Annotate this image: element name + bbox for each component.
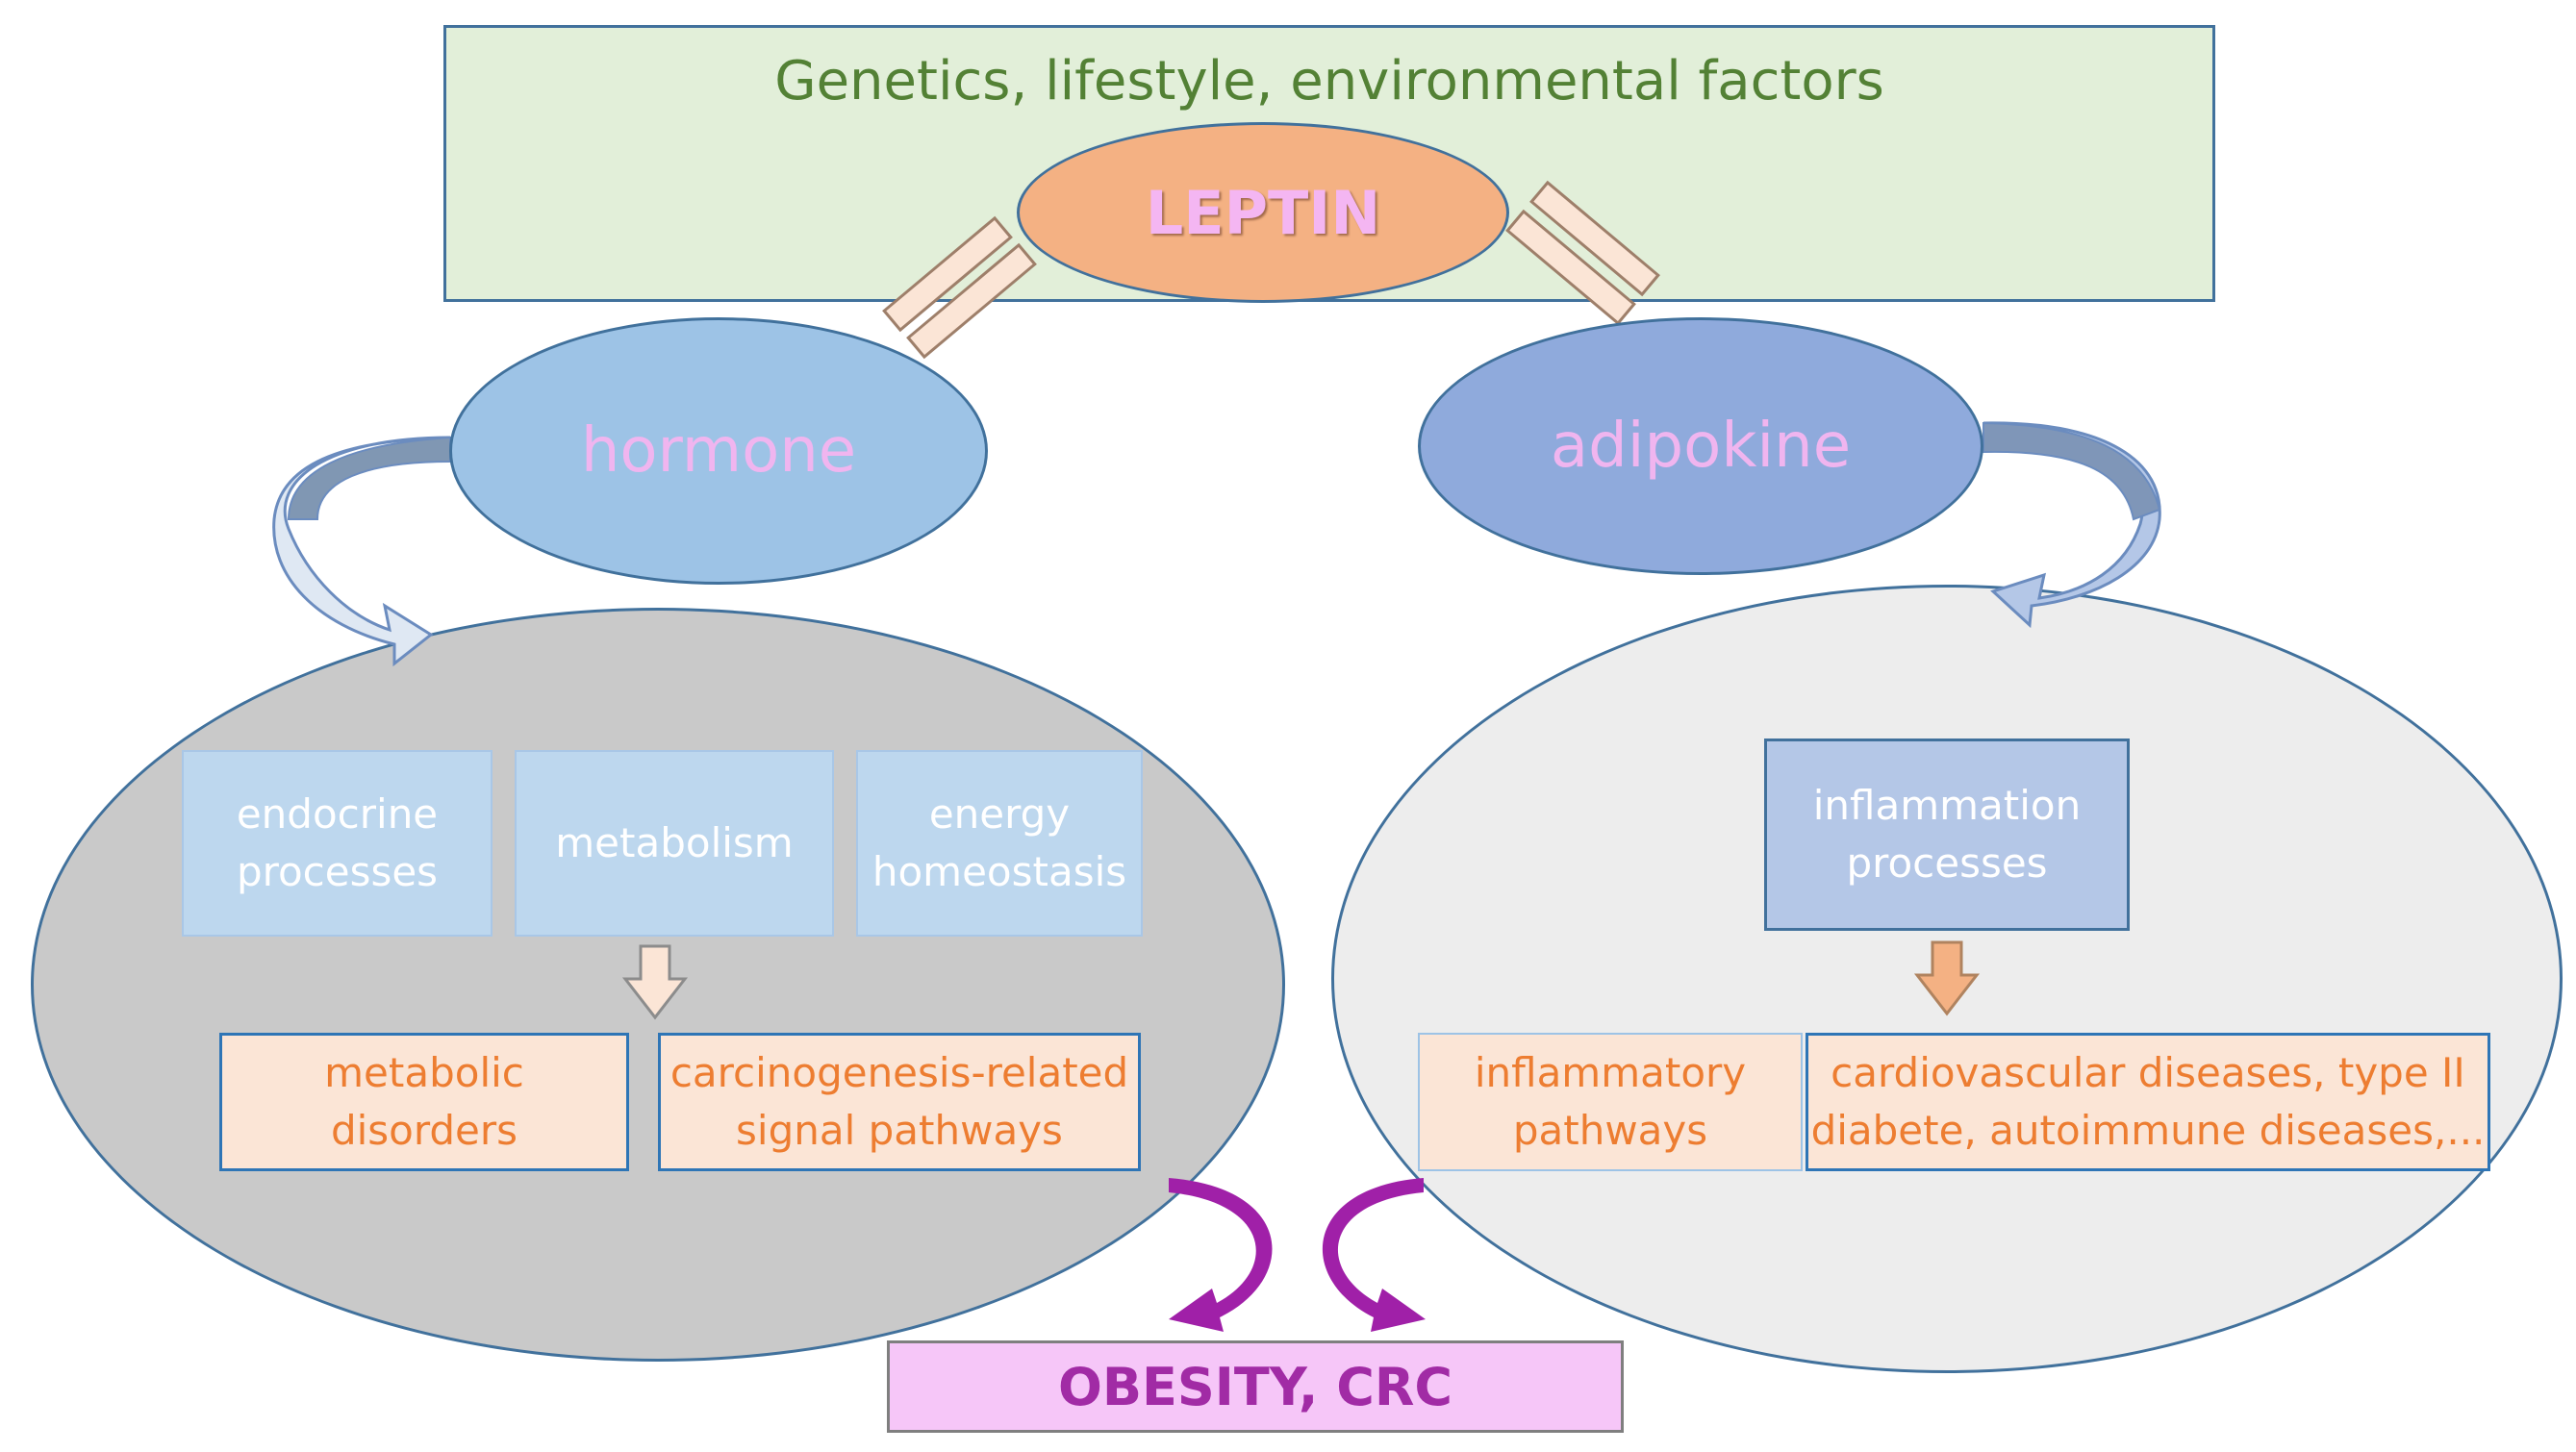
metabolism-box: metabolism	[515, 750, 834, 937]
leptin-node: LEPTIN	[1017, 122, 1509, 303]
inflammatory-pathways-box: inflammatory pathways	[1418, 1033, 1803, 1171]
metabolism-down-arrow-icon	[621, 944, 689, 1020]
metabolic-disorders-box: metabolic disorders	[219, 1033, 629, 1171]
carcinogenesis-pathways-box: carcinogenesis-related signal pathways	[658, 1033, 1141, 1171]
right-receptor-bar-1	[1529, 180, 1660, 297]
right-receptor-icon	[1505, 180, 1660, 326]
energy-homeostasis-box: energy homeostasis	[856, 750, 1143, 937]
inflammation-down-arrow-icon	[1913, 940, 1981, 1016]
left-receptor-icon	[882, 215, 1037, 360]
inflammation-processes-box: inflammation processes	[1764, 739, 2130, 931]
left-receptor-bar-1	[882, 215, 1013, 333]
obesity-crc-box: OBESITY, CRC	[887, 1340, 1624, 1433]
right-result-curved-arrow-icon	[1322, 1178, 1426, 1332]
right-receptor-bar-2	[1505, 209, 1636, 326]
hormone-curved-arrow-icon	[272, 436, 451, 667]
context-label: Genetics, lifestyle, environmental facto…	[774, 49, 1884, 113]
hormone-node: hormone	[449, 317, 988, 585]
left-result-curved-arrow-icon	[1169, 1178, 1273, 1332]
adipokine-curved-arrow-icon	[1983, 421, 2161, 629]
adipokine-node: adipokine	[1418, 317, 1983, 575]
endocrine-processes-box: endocrine processes	[182, 750, 492, 937]
diseases-box: cardiovascular diseases, type II diabete…	[1806, 1033, 2490, 1171]
adipokine-effects-oval	[1331, 585, 2563, 1373]
left-receptor-bar-2	[906, 242, 1037, 360]
